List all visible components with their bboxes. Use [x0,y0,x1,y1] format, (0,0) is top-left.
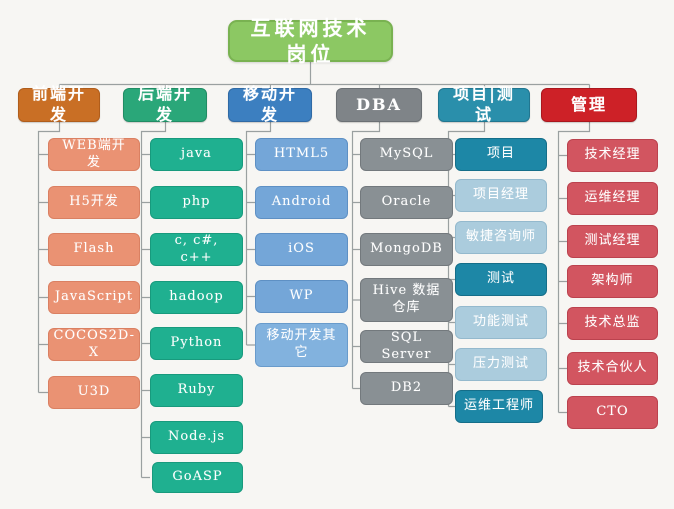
node-c-csharp-cpp: c, c#, c++ [150,233,243,266]
chart-title: 互联网技术岗位 [228,16,393,66]
node-oracle: Oracle [360,186,453,219]
node-test: 测试 [455,263,547,296]
connector-title-bus [58,62,591,88]
node-goasp: GoASP [152,462,243,493]
connector-col-dba [351,122,381,390]
node-h5-dev: H5开发 [48,186,140,219]
node-nodejs: Node.js [150,421,243,454]
header-frontend: 前端开发 [18,84,100,124]
node-tech-director: 技术总监 [567,307,658,340]
node-ops-engineer: 运维工程师 [455,390,543,423]
node-php: php [150,186,243,219]
node-project: 项目 [455,138,547,171]
connector-col-management [557,122,591,414]
node-python: Python [150,327,243,360]
node-tech-partner: 技术合伙人 [567,352,658,385]
node-mongodb: MongoDB [360,233,453,266]
node-mobile-other: 移动开发其它 [255,323,348,367]
header-dba: DBA [336,88,422,122]
node-u3d: U3D [48,376,140,409]
node-test-manager: 测试经理 [567,225,658,258]
node-functional-test: 功能测试 [455,306,547,339]
node-hive: Hive 数据仓库 [360,278,453,322]
node-flash: Flash [48,233,140,266]
node-sql-server: SQL Server [360,330,453,363]
header-backend: 后端开发 [123,84,207,124]
node-java: java [150,138,243,171]
node-agile-consultant: 敏捷咨询师 [455,221,547,254]
node-tech-manager: 技术经理 [567,139,658,172]
header-mobile: 移动开发 [228,84,312,124]
node-web-dev: WEB端开发 [48,138,140,171]
connector-col-backend [140,122,167,479]
node-hadoop: hadoop [150,281,243,314]
node-cto: CTO [567,396,658,429]
connector-col-mobile [245,122,272,346]
node-stress-test: 压力测试 [455,348,547,381]
connector-col-frontend [37,122,61,394]
node-ops-manager: 运维经理 [567,182,658,215]
header-management: 管理 [541,88,637,122]
node-db2: DB2 [360,372,453,405]
node-javascript: JavaScript [48,281,140,314]
node-wp: WP [255,280,348,313]
node-cocos2d-x: COCOS2D-X [48,328,140,361]
header-project-test: 项目|测试 [438,84,530,124]
node-html5: HTML5 [255,138,348,171]
node-project-manager: 项目经理 [455,179,547,212]
node-architect: 架构师 [567,265,658,298]
node-mysql: MySQL [360,138,453,171]
node-ios: iOS [255,233,348,266]
node-ruby: Ruby [150,374,243,407]
node-android: Android [255,186,348,219]
